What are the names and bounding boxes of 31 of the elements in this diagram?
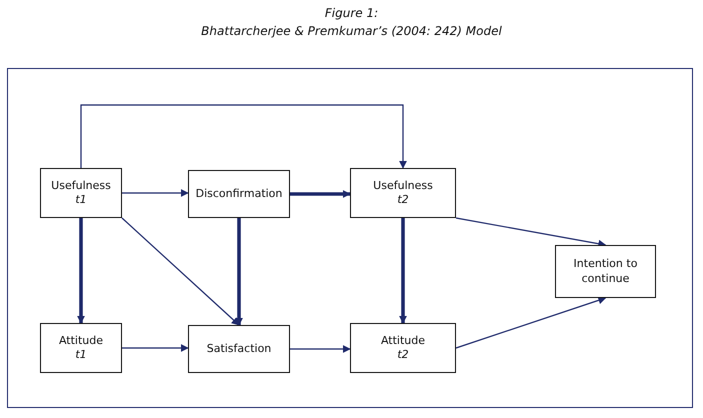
time-label: t2 <box>397 193 409 208</box>
process-box <box>350 168 456 218</box>
figure-title: Figure 1: <box>324 6 380 20</box>
process-box <box>555 245 656 298</box>
time-label: t2 <box>397 348 409 362</box>
node-label: Intention to continue <box>572 257 638 286</box>
arrow <box>122 189 189 197</box>
arrow <box>77 218 85 324</box>
node-label: Satisfaction <box>206 342 272 356</box>
arrow <box>122 344 189 352</box>
node-label: Usefulness <box>373 178 433 193</box>
node-label: Usefulness <box>51 178 111 193</box>
arrow <box>235 218 243 326</box>
process-box <box>188 170 290 218</box>
node-label: Disconfirmation <box>196 186 282 202</box>
arrow <box>456 296 606 349</box>
process-box <box>188 325 290 373</box>
node-label: Attitude <box>380 334 426 348</box>
process-box <box>350 323 456 373</box>
arrow <box>122 218 240 326</box>
arrow <box>290 345 351 353</box>
arrow <box>399 218 407 324</box>
node-label: Attitude <box>58 334 104 348</box>
arrow <box>290 190 351 198</box>
figure-caption: Bhattarcherjee & Premkumar’s (2004: 242) Model <box>200 24 503 38</box>
time-label: t1 <box>75 193 87 208</box>
arrow <box>456 217 606 248</box>
process-box <box>40 323 122 373</box>
time-label: t1 <box>75 348 87 362</box>
process-box <box>40 168 122 218</box>
arrow <box>80 104 407 169</box>
